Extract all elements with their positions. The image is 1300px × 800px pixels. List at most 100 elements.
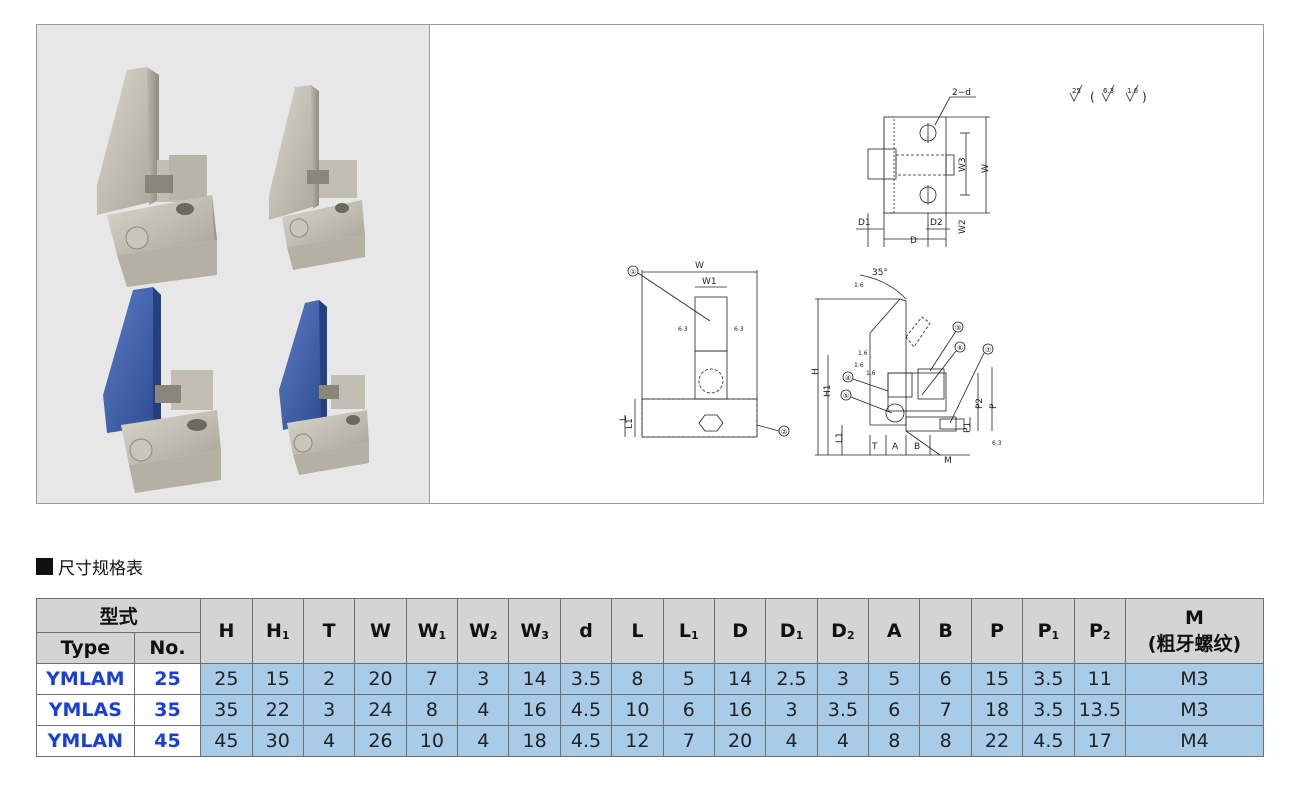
svg-text:(: ( xyxy=(1090,90,1095,104)
side-dim-W1: W1 xyxy=(702,277,717,287)
cell-value: 3.5 xyxy=(1022,694,1075,726)
cell-no: 35 xyxy=(133,694,202,726)
cell-value: 4.5 xyxy=(1022,725,1075,757)
technical-drawing: 25 ( 6.3 1.6 ) xyxy=(619,84,1147,466)
cell-value: 3 xyxy=(765,694,818,726)
front-dim-H1: H1 xyxy=(823,385,833,398)
top-view: 2−d W3 W D1 D2 D W2 xyxy=(856,88,991,247)
cell-value: 2 xyxy=(302,663,356,695)
clamp-photo-large-metal xyxy=(97,67,217,287)
header-col-D: D xyxy=(713,598,767,664)
cell-value: 30 xyxy=(251,725,304,757)
callout-4: ④ xyxy=(845,374,851,382)
cell-value: 20 xyxy=(713,725,767,757)
dim-2-d: 2−d xyxy=(952,88,971,98)
cell-value: 4.5 xyxy=(559,725,613,757)
cell-value: 8 xyxy=(868,725,921,757)
cell-value: 2.5 xyxy=(765,663,818,695)
front-roughness-c: 1.6 xyxy=(854,362,864,369)
spec-table: 型式 H H1 T W W1 W2 W3 d L L1 D D1 D2 A B … xyxy=(35,598,1265,757)
cell-type: YMLAM xyxy=(36,663,135,695)
cell-value: 7 xyxy=(662,725,715,757)
cell-type: YMLAN xyxy=(36,725,135,757)
front-dim-P2: P2 xyxy=(975,398,985,409)
header-model: 型式 xyxy=(35,598,202,633)
product-photo-panel xyxy=(37,25,430,503)
header-col-W2: W2 xyxy=(457,598,510,664)
header-type: Type xyxy=(36,632,135,664)
front-dim-L1: L1 xyxy=(835,432,845,443)
cell-value: 25 xyxy=(200,663,253,695)
clamp-photo-large-blue xyxy=(103,287,221,493)
dim-W2: W2 xyxy=(958,219,968,234)
cell-m: M3 xyxy=(1124,694,1265,726)
header-no: No. xyxy=(133,632,202,664)
callout-6: ⑥ xyxy=(957,344,963,352)
dim-D: D xyxy=(910,236,917,246)
cell-value: 4 xyxy=(457,694,510,726)
side-view: W W1 L L1 ① ② 6.3 6.3 xyxy=(619,261,790,438)
cell-value: 4 xyxy=(457,725,510,757)
cell-value: 8 xyxy=(405,694,459,726)
cell-value: 5 xyxy=(662,663,715,695)
cell-value: 35 xyxy=(200,694,253,726)
cell-value: 22 xyxy=(970,725,1024,757)
side-dim-L1: L1 xyxy=(625,418,635,429)
cell-value: 24 xyxy=(354,694,407,726)
cell-value: 6 xyxy=(662,694,715,726)
dim-D2: D2 xyxy=(930,218,943,228)
cell-value: 7 xyxy=(919,694,972,726)
header-col-D1: D1 xyxy=(765,598,818,664)
header-col-P: P xyxy=(970,598,1024,664)
cell-value: 20 xyxy=(354,663,407,695)
table-subheader-row: Type No. xyxy=(36,632,1264,664)
front-dim-T: T xyxy=(871,442,878,452)
front-dim-H: H xyxy=(811,368,821,375)
front-roughness-m: 6.3 xyxy=(992,440,1002,447)
roughness-alt1: 6.3 xyxy=(1103,87,1114,95)
technical-drawing-panel: 25 ( 6.3 1.6 ) xyxy=(430,25,1263,503)
cell-value: 18 xyxy=(970,694,1024,726)
roughness-alt2: 1.6 xyxy=(1127,87,1139,95)
side-roughness-b: 6.3 xyxy=(734,326,744,333)
cell-value: 16 xyxy=(508,694,561,726)
cell-value: 17 xyxy=(1073,725,1126,757)
front-roughness-a: 1.6 xyxy=(854,282,864,289)
cell-value: 16 xyxy=(713,694,767,726)
header-col-T: T xyxy=(302,598,356,664)
front-angle-35: 35° xyxy=(872,268,888,278)
callout-3: ③ xyxy=(955,324,961,332)
cell-value: 6 xyxy=(868,694,921,726)
cell-value: 14 xyxy=(508,663,561,695)
cell-value: 22 xyxy=(251,694,304,726)
clamp-photo-small-metal xyxy=(269,85,365,270)
cell-no: 25 xyxy=(133,663,202,695)
cell-value: 3.5 xyxy=(1022,663,1075,695)
cell-value: 10 xyxy=(611,694,664,726)
header-col-W1: W1 xyxy=(405,598,459,664)
cell-m: M4 xyxy=(1124,725,1265,757)
surface-roughness-legend: 25 ( 6.3 1.6 ) xyxy=(1069,84,1147,104)
cell-value: 45 xyxy=(200,725,253,757)
header-col-W: W xyxy=(354,598,407,664)
cell-value: 13.5 xyxy=(1073,694,1126,726)
cell-value: 15 xyxy=(970,663,1024,695)
header-col-B: B xyxy=(919,598,972,664)
dim-D1: D1 xyxy=(858,218,871,228)
cell-value: 3 xyxy=(816,663,870,695)
cell-value: 8 xyxy=(919,725,972,757)
header-col-P1: P1 xyxy=(1022,598,1075,664)
side-dim-W: W xyxy=(695,261,704,271)
header-col-H: H xyxy=(200,598,253,664)
header-col-d: d xyxy=(559,598,613,664)
header-col-W3: W3 xyxy=(508,598,561,664)
header-col-A: A xyxy=(868,598,921,664)
cell-value: 15 xyxy=(251,663,304,695)
cell-value: 3.5 xyxy=(816,694,870,726)
front-roughness-b: 1.6 xyxy=(858,350,868,357)
cell-value: 10 xyxy=(405,725,459,757)
side-dim-L: L xyxy=(619,416,629,421)
cell-value: 8 xyxy=(611,663,664,695)
